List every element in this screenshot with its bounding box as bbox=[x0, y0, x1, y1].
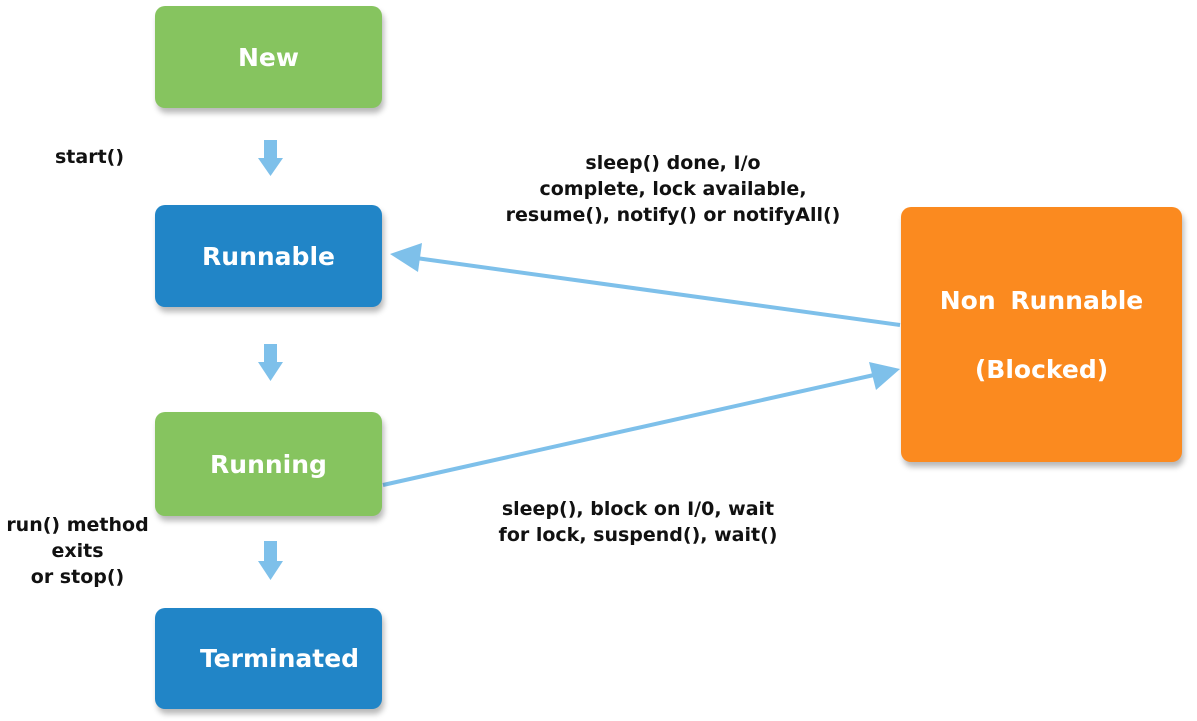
state-running-label: Running bbox=[210, 449, 327, 479]
state-new-label: New bbox=[238, 42, 299, 72]
transition-wakeup-label: sleep() done, I/o complete, lock availab… bbox=[505, 152, 841, 226]
arrow-new-to-runnable bbox=[258, 140, 283, 176]
state-runnable: Runnable bbox=[155, 205, 382, 307]
state-non-runnable: Non Runnable (Blocked) bbox=[901, 207, 1182, 462]
transition-start-label: start() bbox=[55, 146, 125, 168]
state-blocked-label: (Blocked) bbox=[974, 354, 1109, 384]
state-terminated: Terminated bbox=[155, 608, 382, 709]
transition-block-label: sleep(), block on I/0, wait for lock, su… bbox=[498, 498, 778, 546]
arrow-running-to-nonrunnable bbox=[382, 362, 900, 487]
state-new: New bbox=[155, 6, 382, 108]
arrow-running-to-terminated bbox=[258, 541, 283, 580]
arrow-nonrunnable-to-runnable bbox=[390, 243, 901, 327]
transition-exit-label: run() method exits or stop() bbox=[6, 514, 149, 588]
state-non-runnable-label: Non Runnable bbox=[939, 285, 1144, 315]
state-terminated-label: Terminated bbox=[199, 644, 360, 673]
state-runnable-label: Runnable bbox=[202, 241, 335, 271]
arrow-runnable-to-running bbox=[258, 344, 283, 381]
state-running: Running bbox=[155, 412, 382, 516]
